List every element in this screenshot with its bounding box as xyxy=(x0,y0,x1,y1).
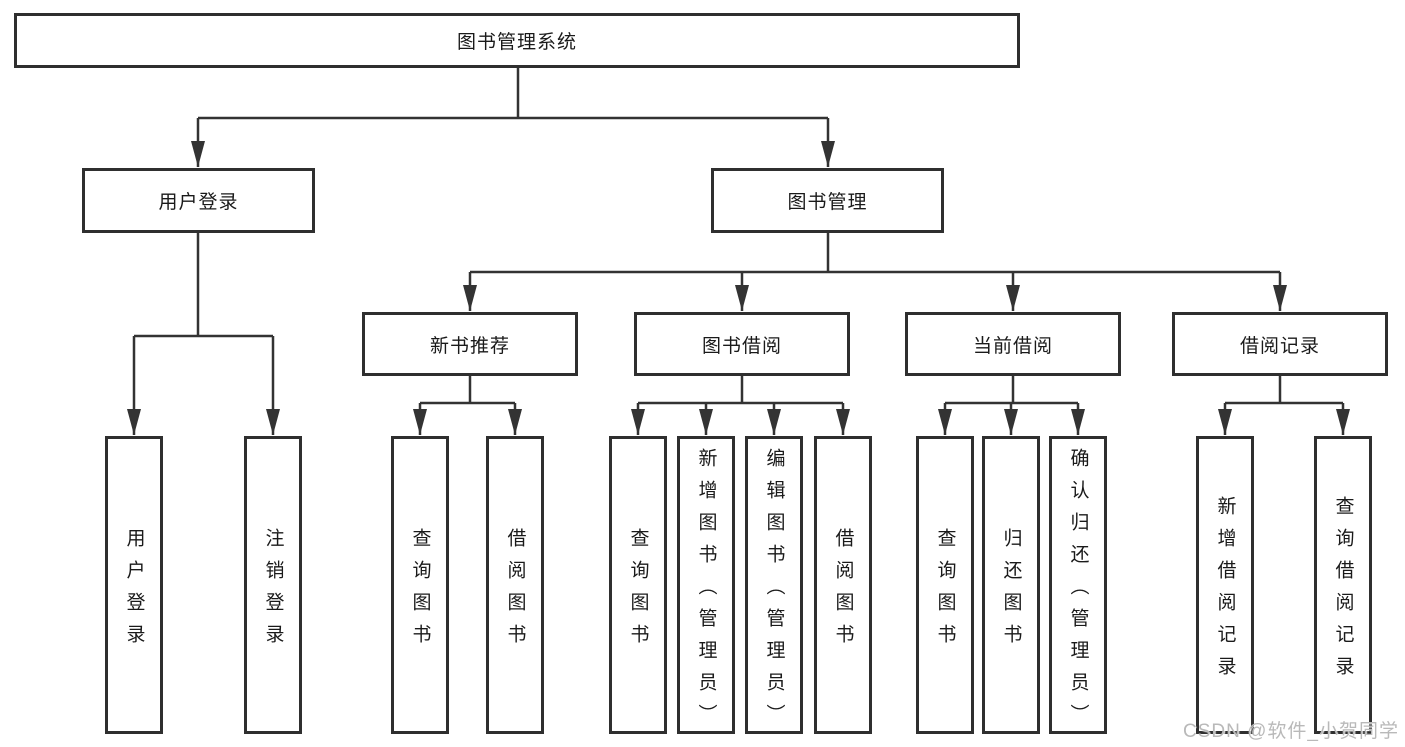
leaf-edit-book-admin: 编辑图书（管理员） xyxy=(745,436,803,736)
node-book-management-label: 图书管理 xyxy=(787,192,868,213)
leaf-borrow-book-recommend: 借阅图书 xyxy=(486,436,544,734)
leaf-query-book-recommend-label: 查询图书 xyxy=(409,527,431,656)
leaf-query-book-borrow: 查询图书 xyxy=(609,436,667,734)
leaf-edit-book-admin-label: 编辑图书（管理员） xyxy=(763,447,785,736)
leaf-query-book-borrow-label: 查询图书 xyxy=(627,527,649,656)
leaf-confirm-return-admin-label: 确认归还（管理员） xyxy=(1067,447,1089,736)
leaf-add-book-admin: 新增图书（管理员） xyxy=(677,436,735,736)
leaf-query-book-current-label: 查询图书 xyxy=(934,527,956,656)
leaf-user-login: 用户登录 xyxy=(105,436,163,734)
node-root: 图书管理系统 xyxy=(14,13,1020,68)
node-borrow-record: 借阅记录 xyxy=(1172,312,1388,376)
leaf-add-borrow-record: 新增借阅记录 xyxy=(1196,436,1254,734)
node-book-management: 图书管理 xyxy=(711,168,944,233)
leaf-borrow-book: 借阅图书 xyxy=(814,436,872,734)
leaf-logout-label: 注销登录 xyxy=(262,527,284,656)
node-current-borrow: 当前借阅 xyxy=(905,312,1121,376)
node-user-login-label: 用户登录 xyxy=(158,192,239,213)
leaf-query-borrow-record-label: 查询借阅记录 xyxy=(1332,495,1354,688)
leaf-add-book-admin-label: 新增图书（管理员） xyxy=(695,447,717,736)
leaf-add-borrow-record-label: 新增借阅记录 xyxy=(1214,495,1236,688)
leaf-query-borrow-record: 查询借阅记录 xyxy=(1314,436,1372,734)
leaf-borrow-book-label: 借阅图书 xyxy=(832,527,854,656)
node-book-borrow-label: 图书借阅 xyxy=(701,335,782,357)
leaf-logout: 注销登录 xyxy=(244,436,302,734)
node-new-book-recommend-label: 新书推荐 xyxy=(429,335,510,357)
node-new-book-recommend: 新书推荐 xyxy=(362,312,578,376)
node-current-borrow-label: 当前借阅 xyxy=(972,335,1053,357)
leaf-user-login-label: 用户登录 xyxy=(123,527,145,656)
node-borrow-record-label: 借阅记录 xyxy=(1239,335,1320,357)
node-book-borrow: 图书借阅 xyxy=(634,312,850,376)
leaf-query-book-recommend: 查询图书 xyxy=(391,436,449,734)
node-user-login: 用户登录 xyxy=(82,168,315,233)
leaf-return-book: 归还图书 xyxy=(982,436,1040,734)
leaf-return-book-label: 归还图书 xyxy=(1000,527,1022,656)
leaf-query-book-current: 查询图书 xyxy=(916,436,974,734)
csdn-watermark: CSDN @软件_小贺同学 xyxy=(1183,721,1399,742)
node-root-label: 图书管理系统 xyxy=(456,32,577,53)
leaf-borrow-book-recommend-label: 借阅图书 xyxy=(504,527,526,656)
leaf-confirm-return-admin: 确认归还（管理员） xyxy=(1049,436,1107,736)
